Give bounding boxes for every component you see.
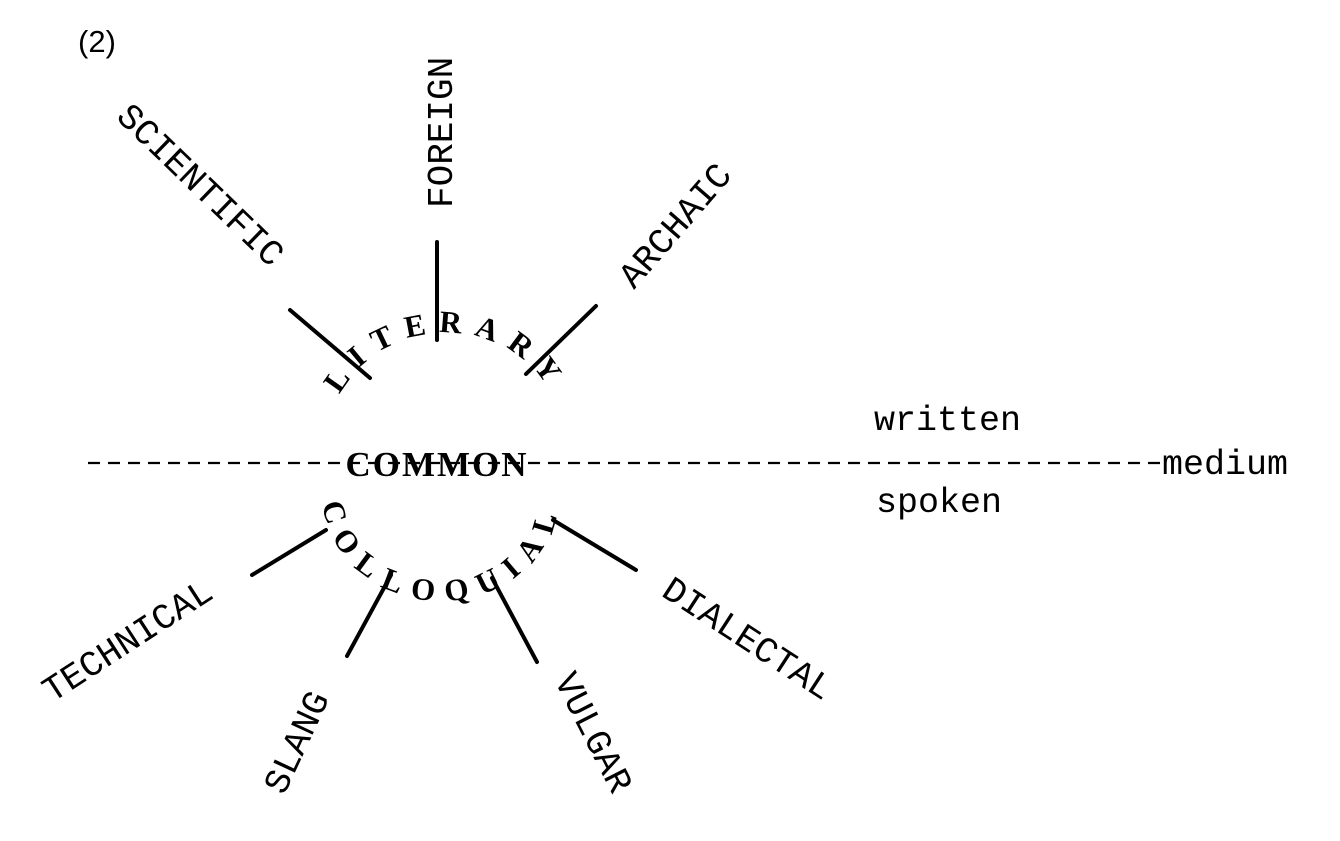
spoke-label-foreign: FOREIGN [422,57,463,208]
spoke-label-scientific: SCIENTIFIC [107,96,291,276]
spoke-line-archaic [524,304,598,376]
spoke-label-slang: SLANG [257,685,340,800]
spoke-label-archaic: ARCHAIC [611,156,741,297]
spoke-line-scientific [288,308,372,380]
center-label: COMMON [345,445,528,484]
spoke-line-dialectal [551,518,638,572]
colloquial-arc-text: COLLOQUIAL [315,496,556,609]
spoke-line-technical [250,528,328,577]
spoke-label-dialectal: DIALECTAL [654,570,839,710]
axis-end-label: medium [1162,445,1288,485]
written-label: written [874,401,1021,441]
figure-number: (2) [78,24,116,59]
spoke-line-vulgar [490,576,539,664]
spoke-line-slang [345,573,393,658]
literary-arc-text: LITERARY [316,304,564,399]
colloquial-arc-label: COLLOQUIAL [315,496,568,609]
spoken-label: spoken [876,483,1002,523]
literary-arc-label: LITERARY [316,304,576,399]
spoke-label-technical: TECHNICAL [36,572,221,712]
spoke-label-vulgar: VULGAR [544,666,639,800]
